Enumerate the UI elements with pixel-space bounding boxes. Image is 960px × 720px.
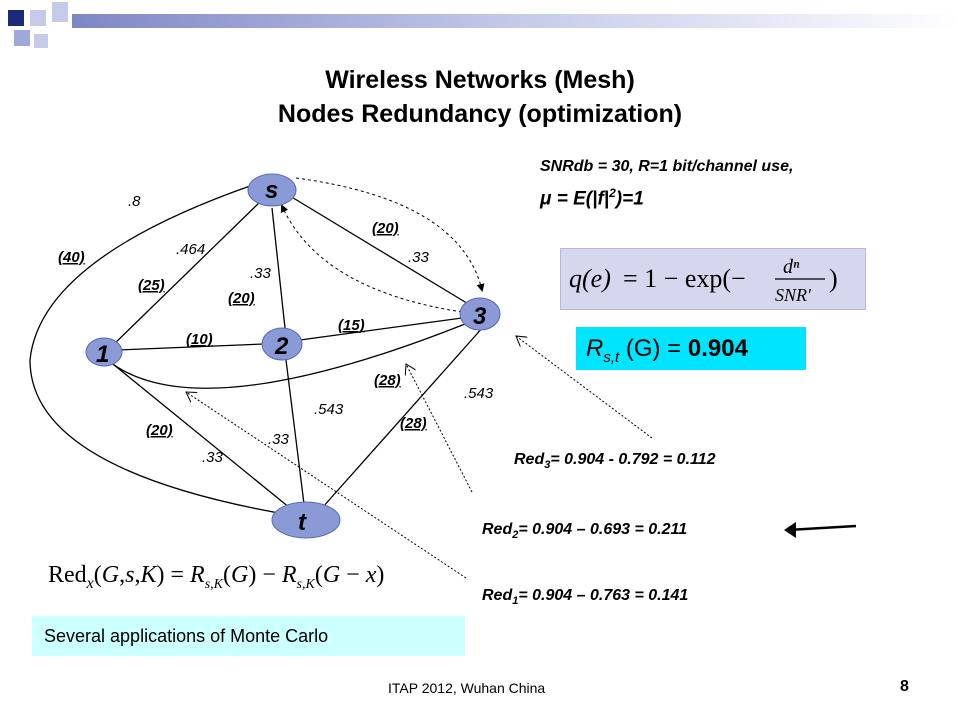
node-2 [261,327,303,361]
decor-gradient-bar [72,14,960,28]
rst-label: R [586,335,604,362]
node-s-label: s [265,177,278,204]
node-1-label: 1 [96,341,109,368]
red1-name: Red [482,587,513,604]
edge-1-2 [117,343,265,351]
mu-definition: μ = E(|f|2)=1 [540,186,644,210]
red2-expr: = 0.904 – 0.693 = 0.211 [518,521,688,538]
edge-s-1 [109,199,263,349]
label-s-2-dist: (20) [228,290,255,307]
label-1-t-prob: .33 [202,449,224,466]
decor-square-lavender-4 [34,34,48,48]
edge-s-2 [271,207,286,329]
formula-q-close: ) [829,264,838,293]
label-2-t-prob2: .543 [314,401,344,418]
node-1 [85,337,123,367]
failure-probability-formula: q(e) = 1 − exp(− dⁿ SNR′ ) [560,248,866,310]
red2-name: Red [482,521,513,538]
edge-2-3 [299,317,463,341]
mu-rest: = E(|f| [551,188,610,210]
edge-s-3 [289,195,471,306]
node-s [247,173,297,207]
dashed-arrow-3-to-s [280,204,463,313]
label-3-t-dist: (28) [400,415,427,432]
page-number: 8 [900,678,909,695]
edge-1-t [107,359,291,509]
highlight-arrow-red2 [787,524,857,532]
red3-sub: 3 [544,459,551,472]
decor-square-lavender-3 [14,30,30,46]
label-s-3-prob: .33 [408,249,430,266]
edge-2-t [285,359,305,505]
red1-expr: = 0.904 – 0.763 = 0.141 [518,587,689,604]
pointer-red1 [186,392,467,579]
label-s-2-prob: .33 [250,265,272,282]
pointer-red3 [516,336,653,439]
redundancy-row-3: Red3= 0.904 - 0.792 = 0.112 [514,451,716,471]
formula-q-lhs: q(e) [569,264,611,293]
title-line-1: Wireless Networks (Mesh) [325,66,635,94]
highlight-arrow-head [784,522,796,538]
decor-square-lavender-1 [30,10,46,26]
decor-square-navy [8,10,24,26]
label-2-t-prob: .33 [268,431,290,448]
rst-value: 0.904 [687,335,748,362]
label-s-t-prob: .8 [128,193,141,210]
label-s-1-prob: .464 [176,241,205,258]
label-1-t-dist: (20) [146,422,173,439]
reliability-box: Rs,t (G) = 0.904 [576,327,806,370]
label-s-t-dist: (40) [58,249,85,266]
mu-end: )=1 [615,188,644,210]
label-s-3-dist: (20) [372,220,399,237]
snr-parameters: SNRdb = 30, R=1 bit/channel use, [540,158,794,175]
red1-sub: 1 [512,595,519,608]
edge-3-t [321,325,485,509]
label-1-3-dist: (28) [374,372,401,389]
formula-q-num: dⁿ [783,256,800,278]
redundancy-formula-text: Redx(G,s,K) = Rs,K(G) − Rs,K(G − x) [48,562,384,592]
label-3-t-prob: .543 [464,385,494,402]
node-2-label: 2 [274,333,289,360]
formula-q-eq: = 1 − exp(− [623,264,746,293]
monte-carlo-note: Several applications of Monte Carlo [32,616,465,656]
footer-conference: ITAP 2012, Wuhan China [388,680,546,696]
redundancy-row-1: Red1= 0.904 – 0.763 = 0.141 [482,587,688,607]
decor-square-lavender-2 [52,2,68,22]
pointer-red2 [406,364,473,493]
mu-symbol: μ [540,188,552,210]
label-1-2-dist: (10) [186,331,213,348]
node-t [271,501,341,539]
formula-q-den: SNR′ [775,285,812,305]
red3-expr: = 0.904 - 0.792 = 0.112 [550,451,716,468]
node-t-label: t [298,509,307,536]
rst-mid: (G) = [619,335,688,362]
redundancy-row-2: Red2= 0.904 – 0.693 = 0.211 [482,521,687,541]
edge-1-3-curve [109,321,471,389]
redundancy-formula: Redx(G,s,K) = Rs,K(G) − Rs,K(G − x) [48,562,384,592]
node-3 [459,297,501,331]
edge-s-t-curve [29,185,291,516]
rst-sub: s,t [603,348,620,366]
node-3-label: 3 [473,303,487,330]
label-s-1-dist: (25) [138,277,165,294]
title-line-2: Nodes Redundancy (optimization) [277,100,683,128]
red3-name: Red [514,451,545,468]
failure-probability-formula-svg: q(e) = 1 − exp(− dⁿ SNR′ ) [569,256,838,305]
label-2-3-dist: (15) [338,317,365,334]
mu-sup: 2 [609,186,616,200]
red2-sub: 2 [512,529,519,542]
